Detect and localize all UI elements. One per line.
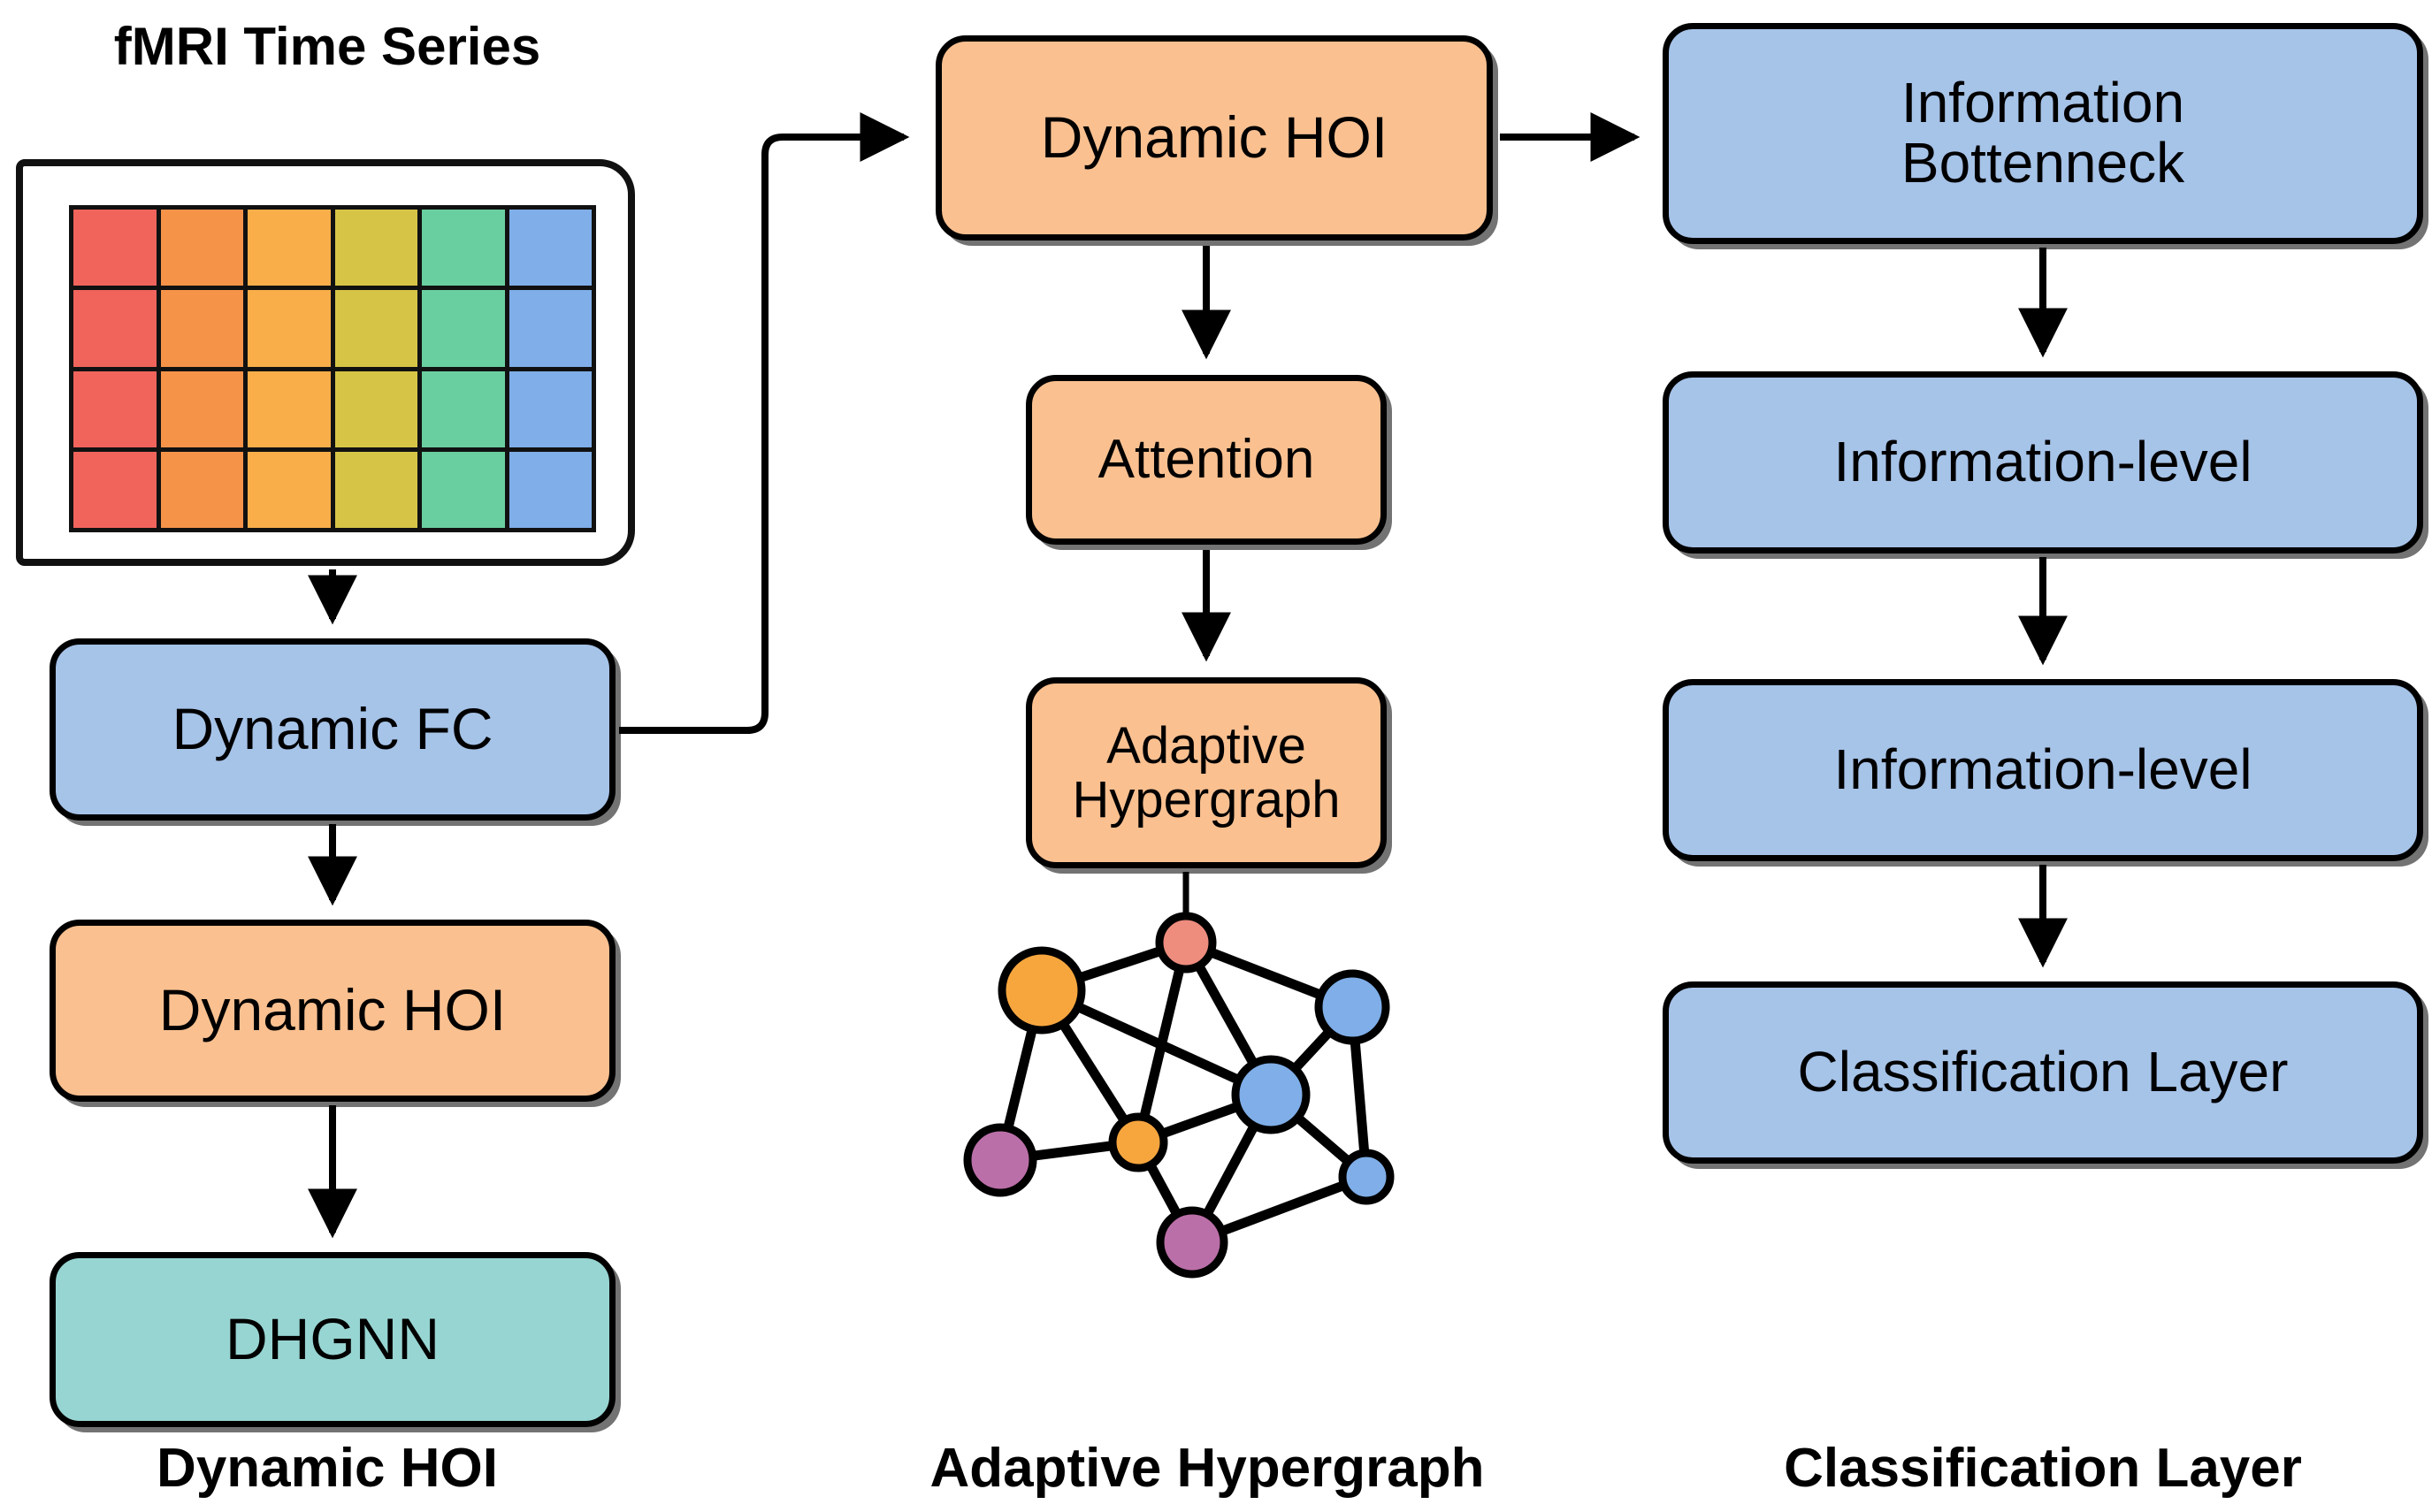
node-adaptive-hypergraph-label-line2: Hypergraph <box>1072 771 1341 829</box>
node-dynamic-hoi-left[interactable]: Dynamic HOI <box>50 920 616 1102</box>
hypergraph-edge <box>1187 1089 1276 1248</box>
hypergraph-edge <box>1181 937 1276 1100</box>
fmri-cell <box>334 290 417 367</box>
hypergraph-node <box>1156 1206 1228 1279</box>
node-adaptive-hypergraph[interactable]: Adaptive Hypergraph <box>1026 677 1387 868</box>
fmri-cell <box>334 451 417 528</box>
hypergraph-edge <box>1036 937 1191 996</box>
hypergraph-node <box>963 1123 1037 1197</box>
fmri-cell <box>73 370 157 447</box>
node-attention-label: Attention <box>1097 429 1315 491</box>
node-information-bottleneck-label-line2: Bottenneck <box>1900 131 2185 195</box>
node-information-level-2[interactable]: Information-level <box>1663 679 2423 861</box>
node-information-bottleneck-label-line1: Information <box>1900 71 2185 135</box>
column-caption-adaptive-hypergraph: Adaptive Hypergraph <box>929 1438 1485 1499</box>
fmri-time-series-title: fMRI Time Series <box>113 17 541 76</box>
node-dynamic-fc[interactable]: Dynamic FC <box>50 638 616 821</box>
fmri-cell <box>248 210 331 286</box>
fmri-cell <box>509 290 592 367</box>
node-dynamic-hoi-mid-label: Dynamic HOI <box>1040 104 1388 171</box>
hypergraph-node <box>1155 912 1217 974</box>
node-information-level-1-label: Information-level <box>1833 430 2252 494</box>
hypergraph-edge <box>1133 937 1191 1148</box>
fmri-cell <box>248 370 331 447</box>
hypergraph-node <box>1338 1149 1395 1205</box>
hypergraph-edge <box>1133 1137 1197 1248</box>
fmri-cell <box>160 370 243 447</box>
fmri-cell <box>422 370 505 447</box>
fmri-cell <box>422 210 505 286</box>
column-caption-dynamic-hoi: Dynamic HOI <box>157 1438 498 1499</box>
hypergraph-node <box>998 946 1086 1035</box>
hypergraph-node <box>1314 969 1390 1045</box>
hypergraph-edge <box>1266 1002 1357 1100</box>
fmri-time-series-panel <box>16 159 635 566</box>
node-information-bottleneck[interactable]: Information Bottenneck <box>1663 23 2423 244</box>
node-dynamic-hoi-mid[interactable]: Dynamic HOI <box>936 35 1493 241</box>
hypergraph-edge <box>995 1137 1143 1165</box>
fmri-cell <box>509 210 592 286</box>
node-dhgnn-label: DHGNN <box>226 1306 440 1372</box>
fmri-cell <box>248 290 331 367</box>
hypergraph-edge <box>1036 985 1276 1100</box>
fmri-cell <box>422 451 505 528</box>
fmri-cell <box>248 451 331 528</box>
node-adaptive-hypergraph-label-line1: Adaptive <box>1106 716 1306 775</box>
fmri-cell <box>422 290 505 367</box>
node-information-level-1[interactable]: Information-level <box>1663 371 2423 554</box>
fmri-matrix <box>69 205 596 532</box>
hypergraph-edge <box>1036 985 1143 1148</box>
node-information-level-2-label: Information-level <box>1833 737 2252 802</box>
fmri-cell <box>73 451 157 528</box>
node-attention[interactable]: Attention <box>1026 375 1387 545</box>
node-dynamic-fc-label: Dynamic FC <box>172 696 493 762</box>
fmri-cell <box>509 370 592 447</box>
node-dynamic-hoi-left-label: Dynamic HOI <box>158 977 507 1043</box>
hypergraph-node <box>1231 1055 1311 1134</box>
hypergraph-node <box>1108 1112 1168 1172</box>
hypergraph-edge <box>1347 1002 1372 1182</box>
fmri-cell <box>160 451 243 528</box>
hypergraph-edge <box>1266 1089 1372 1182</box>
fmri-cell <box>334 370 417 447</box>
arrow-dynamic-fc-to-dynamic-hoi-mid <box>619 112 910 734</box>
fmri-cell <box>334 210 417 286</box>
fmri-cell <box>73 290 157 367</box>
fmri-cell <box>73 210 157 286</box>
hypergraph-edge <box>995 985 1047 1165</box>
node-classification-layer-label: Classification Layer <box>1797 1040 2289 1104</box>
fmri-cell <box>160 210 243 286</box>
fmri-cell <box>160 290 243 367</box>
hypergraph-edge <box>1133 1089 1276 1148</box>
node-dhgnn[interactable]: DHGNN <box>50 1252 616 1427</box>
hypergraph-edge <box>1187 1172 1372 1248</box>
fmri-cell <box>509 451 592 528</box>
node-classification-layer[interactable]: Classification Layer <box>1663 981 2423 1164</box>
column-caption-classification-layer: Classification Layer <box>1784 1438 2302 1499</box>
hypergraph-edge <box>1181 937 1357 1012</box>
